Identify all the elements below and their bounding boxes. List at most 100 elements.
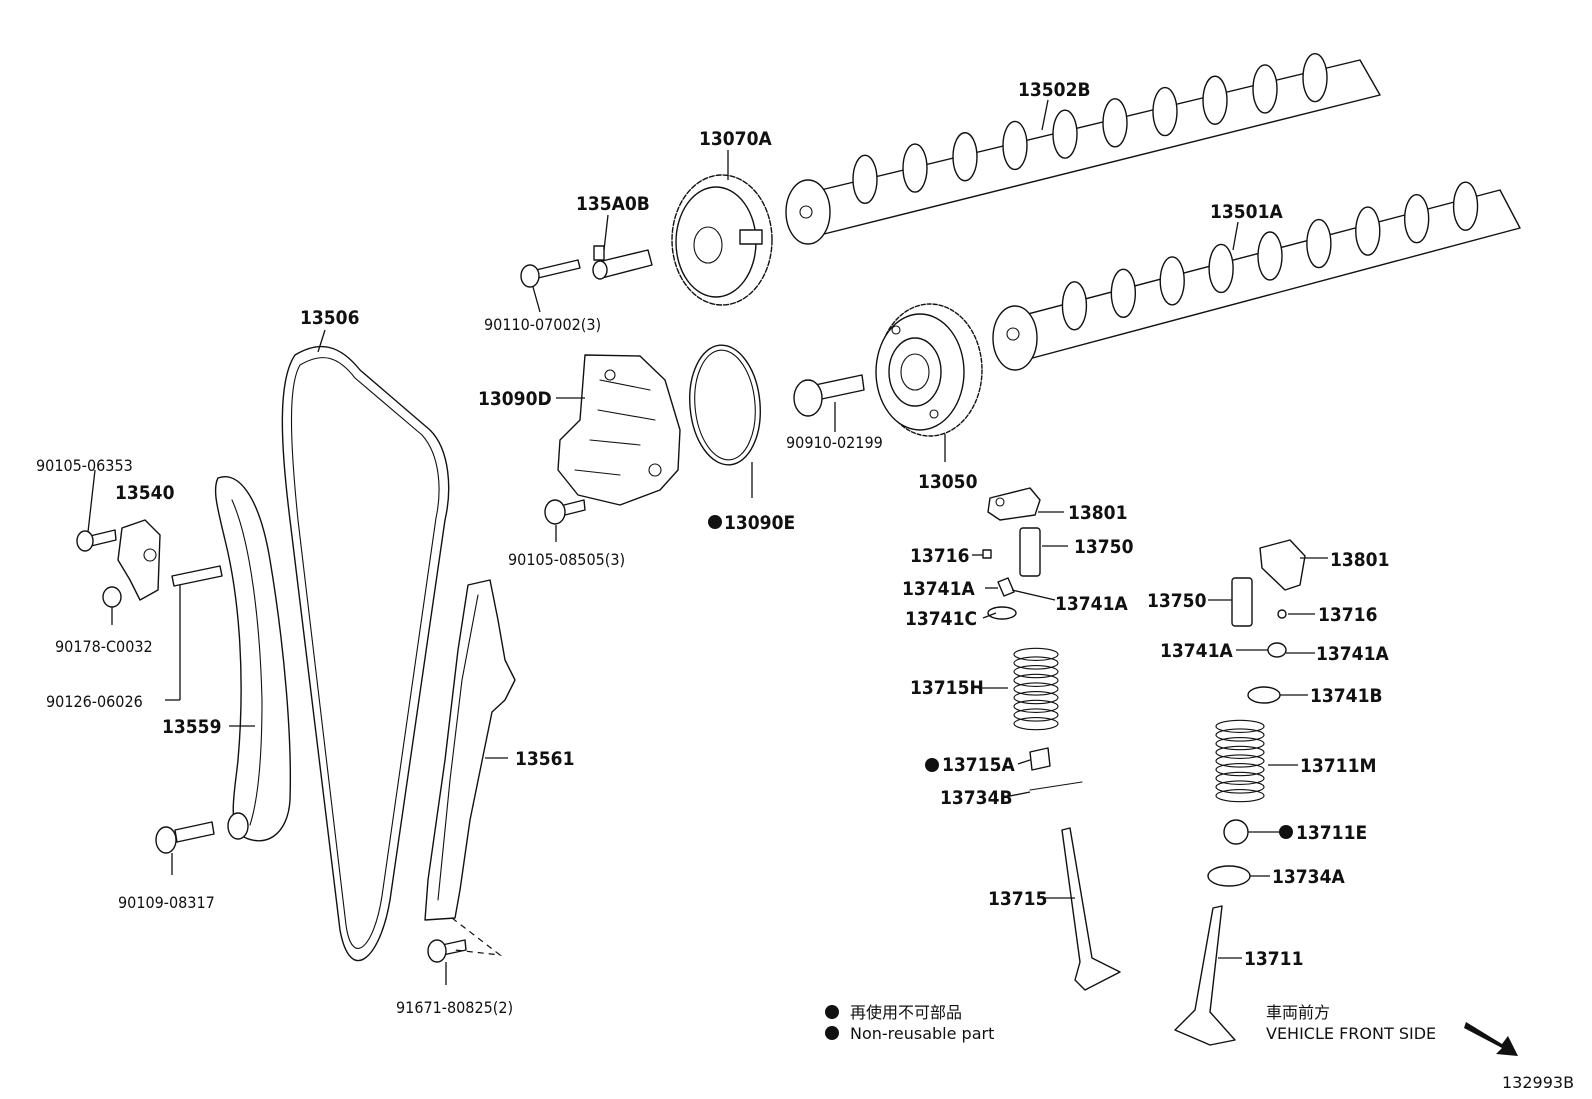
camshaft-13501A-drawing — [992, 181, 1521, 371]
cam-lobe — [1452, 181, 1479, 231]
part-label-90110-07002[interactable]: 90110-07002(3) — [484, 315, 601, 334]
keeper-13741A-c-drawing — [1267, 642, 1287, 658]
part-label-13734A[interactable]: 13734A — [1272, 866, 1345, 888]
part-label-13741A-b[interactable]: 13741A — [1055, 593, 1128, 615]
part-label-135A0B[interactable]: 135A0B — [576, 193, 650, 215]
part-label-13711M[interactable]: 13711M — [1300, 755, 1376, 777]
vvt-unit-13050-drawing — [875, 303, 983, 437]
gasket-13090E-drawing — [689, 344, 761, 466]
cam-lobe — [1252, 64, 1278, 114]
bolt-90109-drawing — [155, 821, 215, 854]
part-label-91671-80825[interactable]: 91671-80825(2) — [396, 998, 513, 1017]
spring-coil — [1215, 780, 1265, 794]
part-label-90178-C0032[interactable]: 90178-C0032 — [55, 637, 153, 656]
part-label-13711E[interactable]: 13711E — [1296, 822, 1367, 844]
part-label-90105-08505[interactable]: 90105-08505(3) — [508, 550, 625, 569]
part-label-13801-a[interactable]: 13801 — [1068, 502, 1127, 524]
spring-coil — [1215, 771, 1265, 785]
camshaft-13502B-drawing — [785, 52, 1381, 245]
part-label-13741A-a[interactable]: 13741A — [902, 578, 975, 600]
part-label-13506[interactable]: 13506 — [300, 307, 359, 329]
retainer-13741C-drawing — [987, 606, 1017, 620]
nut-90178-drawing — [102, 586, 122, 608]
cam-lobe — [1052, 109, 1078, 159]
valve-spring-13711M-drawing — [1215, 719, 1265, 803]
part-label-13734B[interactable]: 13734B — [940, 787, 1013, 809]
part-label-90126-06026[interactable]: 90126-06026 — [46, 692, 143, 711]
cam-lobe — [1061, 281, 1088, 331]
chain-slipper-13561-drawing — [424, 579, 516, 921]
part-label-13050[interactable]: 13050 — [918, 471, 978, 493]
part-label-90910-02199[interactable]: 90910-02199 — [786, 433, 883, 452]
cam-lobe — [1257, 231, 1283, 281]
legend-non-reusable-en: Non-reusable part — [850, 1024, 994, 1043]
cam-lobe — [1102, 98, 1128, 148]
valve-13711-drawing — [1174, 905, 1236, 1046]
part-label-13715[interactable]: 13715 — [988, 888, 1047, 910]
part-label-90105-06353[interactable]: 90105-06353 — [36, 456, 133, 475]
part-label-13741B[interactable]: 13741B — [1310, 685, 1383, 707]
rocker-arm-13801-a-drawing — [987, 487, 1041, 521]
part-label-13801-b[interactable]: 13801 — [1330, 549, 1389, 571]
part-label-13741A-c[interactable]: 13741A — [1160, 640, 1233, 662]
chain-cover-13090D-drawing — [557, 354, 681, 506]
spring-coil — [1215, 745, 1265, 759]
part-label-13716-b[interactable]: 13716 — [1318, 604, 1377, 626]
legend-dot-en — [825, 1026, 839, 1040]
spring-coil — [1013, 665, 1059, 679]
spring-coil — [1013, 691, 1059, 705]
part-label-13715A[interactable]: 13715A — [942, 754, 1015, 776]
cam-lobe — [1110, 268, 1137, 319]
tensioner-13540-drawing — [117, 519, 161, 601]
non-reusable-dot-13711E — [1279, 825, 1293, 839]
part-label-13540[interactable]: 13540 — [115, 482, 175, 504]
ocv-135A0B-drawing — [592, 245, 653, 280]
bolt-90105-08505-drawing — [544, 499, 586, 525]
bolt-90910-drawing — [793, 374, 865, 417]
cam-lobe — [1306, 218, 1332, 269]
spring-coil — [1013, 708, 1059, 722]
legend-non-reusable-jp: 再使用不可部品 — [850, 1003, 962, 1022]
chain-guide-13559-drawing — [214, 476, 292, 842]
part-label-13502B[interactable]: 13502B — [1018, 79, 1091, 101]
part-label-13716-a[interactable]: 13716 — [910, 545, 969, 567]
non-reusable-dot-13715A — [925, 758, 939, 772]
part-label-13741C[interactable]: 13741C — [905, 608, 977, 630]
bolt-90110-drawing — [520, 259, 581, 288]
cam-lobe — [902, 143, 928, 193]
part-label-13711[interactable]: 13711 — [1244, 948, 1303, 970]
part-label-13501A[interactable]: 13501A — [1210, 201, 1283, 223]
cam-lobe — [1159, 256, 1185, 306]
legend-dot-jp — [825, 1005, 839, 1019]
valve-spring-13715H-drawing — [1013, 647, 1059, 731]
washer-13734B-drawing — [1029, 781, 1083, 791]
part-label-13090E[interactable]: 13090E — [724, 512, 795, 534]
part-label-90109-08317[interactable]: 90109-08317 — [118, 893, 215, 912]
spring-coil — [1013, 656, 1059, 670]
spring-coil — [1013, 699, 1059, 713]
cam-lobe — [1002, 120, 1028, 171]
cam-lobe — [1302, 52, 1328, 103]
part-label-13750-a[interactable]: 13750 — [1074, 536, 1134, 558]
stud-90126-drawing — [171, 565, 223, 587]
retainer-13741B-drawing — [1247, 686, 1281, 704]
part-label-13715H[interactable]: 13715H — [910, 677, 984, 699]
valve-13715-drawing — [1061, 827, 1121, 991]
part-label-13741A-d[interactable]: 13741A — [1316, 643, 1389, 665]
spring-coil — [1215, 728, 1265, 742]
spring-coil — [1013, 647, 1059, 661]
part-label-13070A[interactable]: 13070A — [699, 128, 772, 150]
part-label-13750-b[interactable]: 13750 — [1147, 590, 1207, 612]
part-label-13559[interactable]: 13559 — [162, 716, 221, 738]
lash-adjuster-13750-a-drawing — [1019, 527, 1041, 577]
direction-label-en: VEHICLE FRONT SIDE — [1266, 1024, 1436, 1043]
keeper-13741A-a-drawing — [997, 577, 1015, 597]
part-label-13561[interactable]: 13561 — [515, 748, 574, 770]
timing-chain-13506-drawing — [281, 345, 450, 962]
cam-lobe — [952, 132, 978, 182]
cam-lobe — [1208, 243, 1234, 294]
part-label-13090D[interactable]: 13090D — [478, 388, 552, 410]
washer-13734A-drawing — [1207, 865, 1251, 887]
front-direction-arrow-icon — [1464, 1022, 1518, 1056]
